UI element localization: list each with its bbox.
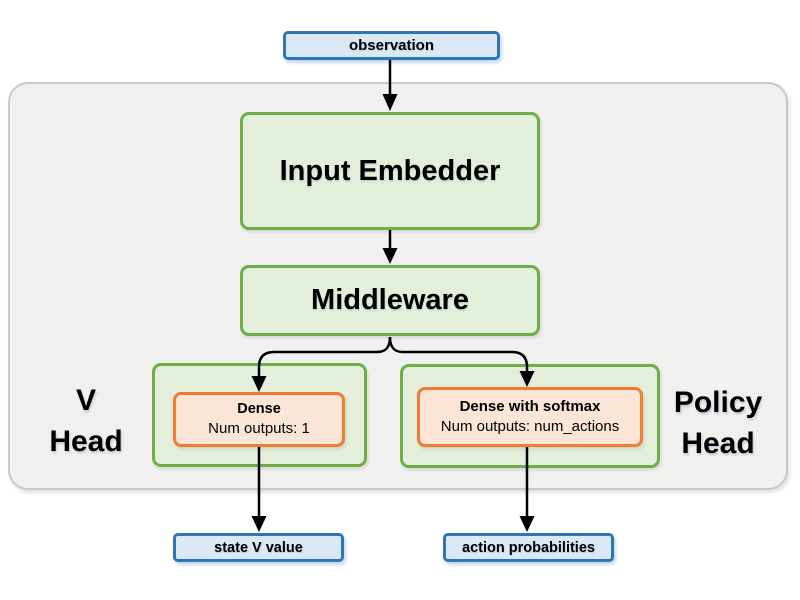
policy-head-label-line2: Head xyxy=(681,426,755,460)
v-head-label: V Head xyxy=(26,381,146,462)
action-probabilities-node: action probabilities xyxy=(443,533,614,562)
observation-label: observation xyxy=(348,37,435,54)
dense-with-softmax-title: Dense with softmax xyxy=(459,397,601,415)
input-embedder-node: Input Embedder xyxy=(240,112,540,230)
dense-node: Dense Num outputs: 1 xyxy=(173,392,345,447)
dense-with-softmax-node: Dense with softmax Num outputs: num_acti… xyxy=(417,387,643,447)
input-embedder-label: Input Embedder xyxy=(279,154,501,187)
state-v-value-label: state V value xyxy=(214,539,303,556)
observation-node: observation xyxy=(283,31,500,60)
middleware-label: Middleware xyxy=(311,284,469,316)
v-head-label-line1: V xyxy=(75,384,96,417)
dense-title: Dense xyxy=(237,400,281,417)
policy-head-label-line1: Policy xyxy=(673,386,763,419)
dense-subtitle: Num outputs: 1 xyxy=(208,420,310,438)
dense-with-softmax-subtitle: Num outputs: num_actions xyxy=(440,418,620,435)
action-probabilities-label: action probabilities xyxy=(462,539,595,556)
middleware-node: Middleware xyxy=(240,265,540,336)
policy-head-label: Policy Head xyxy=(654,383,782,464)
state-v-value-node: state V value xyxy=(173,533,344,562)
v-head-label-line2: Head xyxy=(49,424,123,458)
